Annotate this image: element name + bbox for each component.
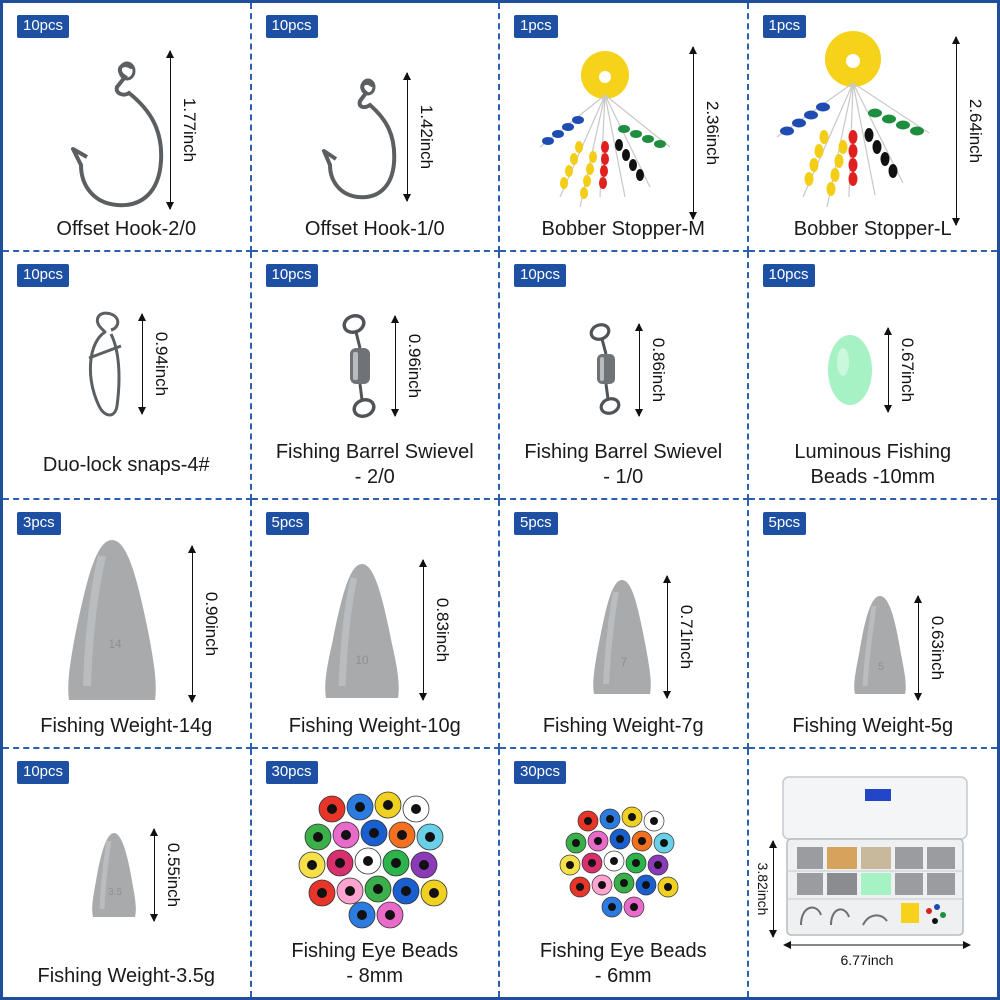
qty-badge: 5pcs — [762, 512, 807, 535]
cell-offset-hook-2-0: 10pcs 1.77inch Offset Hook-2/0 — [3, 3, 252, 252]
cell-bobber-stopper-m: 1pcs 2.36inch Bobber Stopper-M — [500, 3, 749, 252]
cell-bobber-stopper-l: 1pcs 2.64inch Bobber Stopper-L — [748, 3, 997, 252]
dimension-marker: 2.64inch — [951, 36, 985, 226]
cell-eye-beads-6mm: 30pcs Fishing Eye Beads- 6mm — [500, 748, 749, 997]
dimension-marker: 2.36inch — [689, 46, 722, 220]
qty-badge: 10pcs — [514, 263, 567, 287]
tackle-box-icon — [781, 775, 968, 936]
qty-badge: 3pcs — [17, 512, 61, 535]
box-height-marker: 3.82inch — [755, 839, 777, 938]
cell-barrel-swievel-2-0: 10pcs 0.96inch Fishing Barrel Swievel- 2… — [251, 251, 500, 500]
item-caption: Fishing Barrel Swievel- 2/0 — [275, 441, 474, 488]
item-caption: Duo-lock snaps-4# — [42, 454, 210, 476]
cell-weight-3-5g: 10pcs 3.5 0.55inch Fishing Weight-3.5g — [3, 748, 252, 997]
cell-weight-14g: 3pcs 14 0.90inch Fishing Weight-14g — [3, 500, 252, 749]
barrel-swivel-icon — [341, 313, 376, 418]
cell-tackle-box: 3.82inch 6.77inch — [749, 749, 998, 998]
barrel-swivel-icon — [589, 322, 621, 415]
eye-beads-icon — [298, 791, 447, 928]
item-caption: Offset Hook-1/0 — [304, 217, 445, 240]
qty-badge: 5pcs — [265, 512, 310, 535]
dimension-marker: 1.42inch — [402, 72, 436, 202]
box-width-label: 6.77inch — [840, 951, 894, 968]
cell-weight-5g: 5pcs 5 0.63inch Fishing Weight-5g — [748, 500, 997, 749]
item-caption: Fishing Weight-3.5g — [37, 965, 216, 987]
item-caption: Fishing Eye Beads- 6mm — [539, 940, 707, 987]
dimension-marker: 1.77inch — [166, 50, 199, 210]
offset-hook-icon — [321, 78, 396, 200]
bobber-stopper-icon — [776, 31, 929, 208]
bullet-weight-icon: 10 — [324, 564, 399, 698]
item-caption: Fishing Weight-7g — [542, 714, 704, 737]
svg-text:14: 14 — [108, 637, 122, 651]
offset-hook-icon — [71, 61, 164, 208]
qty-badge: 30pcs — [514, 760, 567, 784]
box-width-marker — [782, 940, 971, 949]
dimension-marker: 0.71inch — [663, 575, 696, 699]
bullet-weight-icon: 7 — [593, 580, 651, 694]
dimension-marker: 0.96inch — [390, 314, 424, 417]
qty-badge: 1pcs — [514, 15, 558, 38]
svg-text:5: 5 — [877, 661, 883, 673]
item-caption: Fishing Weight-10g — [288, 714, 461, 737]
cell-weight-10g: 5pcs 10 0.83inch Fishing Weight-10g — [251, 500, 500, 749]
dimension-marker: 0.86inch — [635, 322, 668, 417]
luminous-bead-icon — [827, 334, 872, 405]
dimension-marker: 0.94inch — [138, 312, 171, 415]
dimension-marker: 0.83inch — [418, 559, 452, 701]
bullet-weight-icon: 3.5 — [92, 832, 136, 917]
item-caption: Bobber Stopper-M — [541, 217, 705, 240]
cell-weight-7g: 5pcs 7 0.71inch Fishing Weight-7g — [500, 500, 749, 749]
qty-badge: 10pcs — [265, 263, 318, 287]
eye-beads-icon — [559, 806, 679, 917]
cell-barrel-swievel-1-0: 10pcs 0.86inch Fishing Barrel Swievel- 1… — [500, 251, 749, 500]
qty-badge: 5pcs — [514, 512, 558, 535]
cell-eye-beads-8mm: 30pcs Fishing Eye Beads- 8mm — [252, 748, 500, 997]
dimension-marker: 0.55inch — [150, 827, 183, 922]
item-caption: Bobber Stopper-L — [793, 217, 952, 240]
item-caption: Fishing Eye Beads- 8mm — [291, 940, 459, 987]
snap-icon — [88, 311, 122, 416]
bobber-stopper-icon — [539, 51, 671, 208]
svg-text:7: 7 — [621, 655, 628, 669]
cell-offset-hook-1-0: 10pcs 1.42inch Offset Hook-1/0 — [251, 3, 500, 252]
svg-text:3.5: 3.5 — [108, 887, 122, 898]
cell-duo-lock-snaps: 10pcs 0.94inch Duo-lock snaps-4# — [3, 251, 252, 500]
qty-badge: 10pcs — [17, 760, 70, 784]
dimension-marker: 0.90inch — [188, 545, 221, 703]
dimension-marker: 0.63inch — [913, 595, 947, 701]
item-caption: Fishing Weight-5g — [792, 714, 954, 737]
qty-badge: 10pcs — [17, 15, 70, 38]
item-caption: Fishing Barrel Swievel- 1/0 — [524, 441, 723, 488]
bullet-weight-icon: 14 — [68, 540, 156, 700]
product-grid: 10pcs 1.77inch Offset Hook-2/0 10pcs 1.4… — [3, 3, 997, 997]
qty-badge: 10pcs — [762, 263, 815, 287]
svg-text:10: 10 — [355, 653, 369, 667]
qty-badge: 10pcs — [265, 15, 318, 38]
qty-badge: 30pcs — [265, 760, 318, 784]
qty-badge: 10pcs — [17, 263, 70, 287]
bullet-weight-icon: 5 — [853, 596, 906, 694]
dimension-marker: 0.67inch — [883, 326, 917, 413]
qty-badge: 1pcs — [762, 15, 807, 38]
item-caption: Offset Hook-2/0 — [56, 217, 197, 240]
item-caption: Fishing Weight-14g — [40, 714, 213, 737]
